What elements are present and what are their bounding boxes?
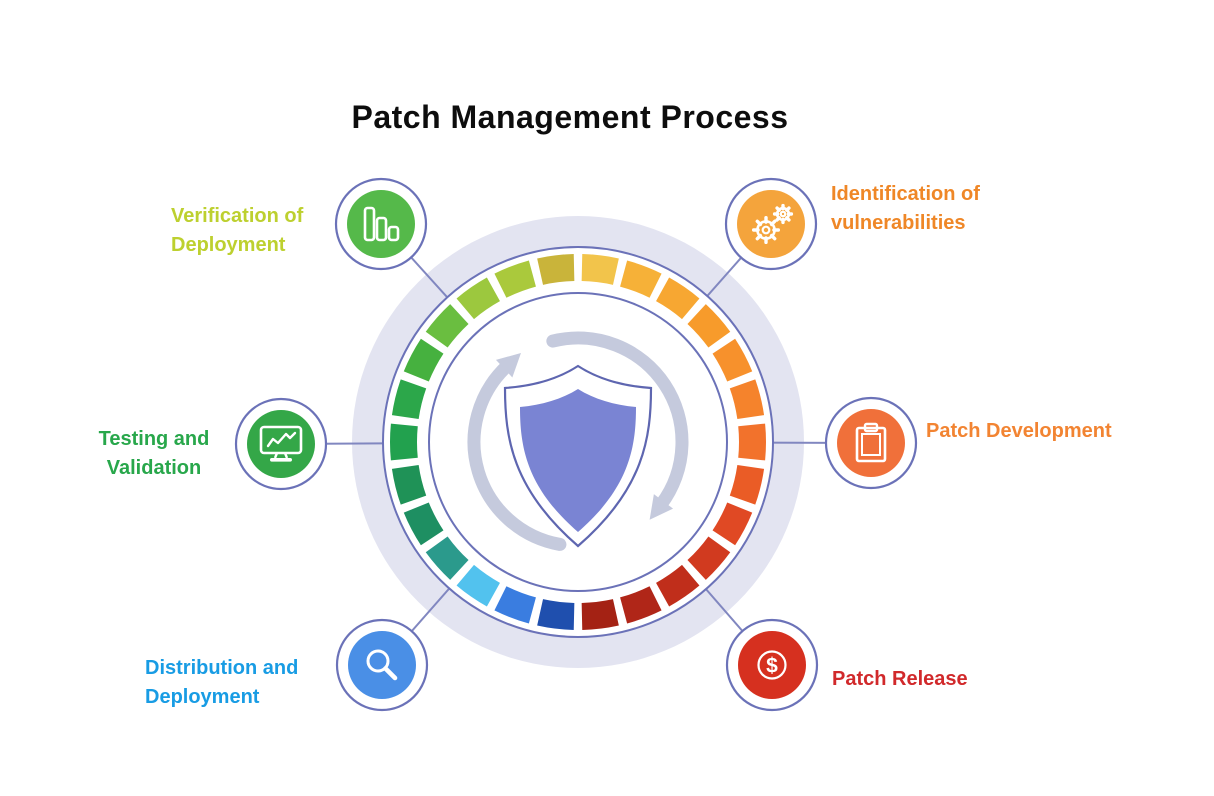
node-verification [334, 177, 428, 271]
search-icon [366, 649, 398, 681]
ring-segment-3 [687, 304, 731, 348]
node-circle-verification [347, 190, 415, 258]
dollar-icon: $ [757, 650, 787, 680]
ring-segment-0 [581, 254, 619, 285]
ring-segment-21 [403, 338, 444, 382]
ring-segment-15 [456, 564, 500, 607]
ring-segment-5 [729, 379, 765, 419]
node-circle-patch-release [738, 631, 806, 699]
node-identification [724, 177, 818, 271]
svg-text:$: $ [766, 654, 778, 677]
label-testing: Testing and Validation [98, 428, 210, 479]
ring-segment-22 [425, 304, 469, 348]
node-circle-patch-development [837, 409, 905, 477]
ring-segment-4 [712, 338, 753, 382]
node-distribution [335, 618, 429, 712]
label-patch-development: Patch Development [926, 420, 1112, 442]
cycle-arrow-right [546, 331, 689, 520]
ring-segment-8 [712, 502, 753, 546]
ring-segment-2 [656, 277, 700, 320]
cycle-arrow-left [467, 352, 567, 551]
ring-segment-6 [738, 423, 766, 461]
ring-segment-1 [620, 260, 662, 298]
label-verification: Verification of Deployment [171, 205, 304, 256]
ring-segment-9 [687, 536, 731, 580]
ring-segment-17 [403, 502, 444, 546]
ring-segment-24 [494, 260, 536, 298]
node-patch-release: $ [725, 618, 819, 712]
ring-segment-11 [620, 586, 662, 624]
bar-chart-icon [363, 206, 400, 242]
node-patch-development [824, 396, 918, 490]
node-testing [234, 397, 328, 491]
ring-segment-14 [494, 586, 536, 624]
shield-icon [520, 389, 636, 532]
node-circle-testing [247, 410, 315, 478]
ring-inner-border [428, 292, 728, 592]
ring-segment-18 [391, 465, 427, 505]
label-distribution: Distribution and Deployment [145, 657, 299, 708]
ring-segment-25 [537, 254, 575, 285]
gears-icon [751, 203, 794, 245]
label-patch-release: Patch Release [832, 668, 968, 690]
ring-segment-19 [390, 423, 418, 461]
page-title: Patch Management Process [351, 99, 789, 136]
monitor-chart-icon [259, 425, 303, 462]
ring-segment-23 [456, 277, 500, 320]
ring-segment-7 [729, 465, 765, 505]
shield-outline [503, 364, 653, 548]
clipboard-icon [855, 422, 887, 463]
ring-segment-12 [581, 599, 619, 630]
ring-segment-13 [537, 599, 575, 630]
ring-segment-16 [425, 536, 469, 580]
node-circle-distribution [348, 631, 416, 699]
ring-segment-20 [391, 379, 427, 419]
ring-segment-10 [656, 564, 700, 607]
label-identification: Identification of vulnerabilities [831, 183, 980, 234]
